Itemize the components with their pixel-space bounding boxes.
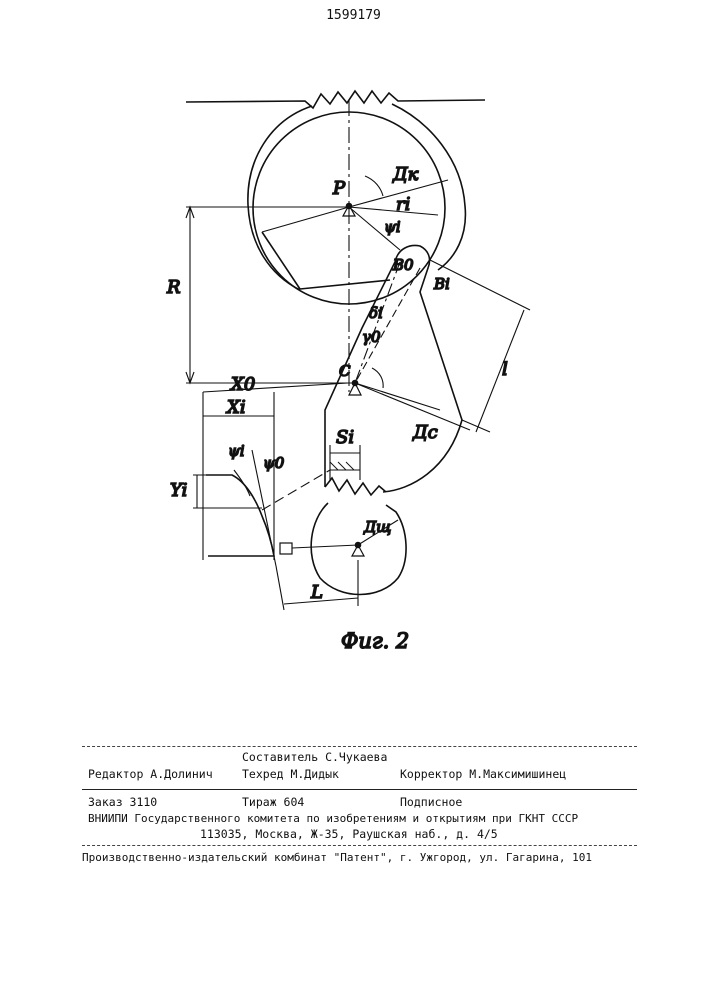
dk-arc-arrow bbox=[365, 176, 383, 196]
sector-teeth bbox=[325, 478, 386, 495]
label-Si: Si bbox=[336, 427, 354, 448]
l-ext-2 bbox=[462, 420, 490, 432]
label-l: l bbox=[502, 359, 508, 380]
label-gamma0: γ0 bbox=[362, 328, 381, 346]
large-wheel-outer-left bbox=[248, 106, 312, 290]
techred: Техред М.Дидык bbox=[242, 769, 339, 781]
label-Bi: Bi bbox=[433, 275, 450, 293]
label-Dk: Дк bbox=[392, 164, 419, 185]
feed-line bbox=[262, 470, 330, 510]
ri-line bbox=[349, 207, 438, 215]
label-L: L bbox=[310, 582, 323, 603]
x0-dim bbox=[203, 383, 348, 392]
label-B0: B0 bbox=[392, 256, 414, 274]
follower-rod bbox=[292, 545, 358, 548]
si-hatch bbox=[330, 462, 360, 470]
p-lower-line bbox=[262, 207, 349, 232]
print-run: Тираж 604 bbox=[242, 797, 304, 809]
l-lower-ext-1 bbox=[276, 566, 284, 610]
rule-bottom bbox=[82, 845, 637, 846]
publisher: Производственно-издательский комбинат "П… bbox=[82, 852, 592, 863]
compiler: Составитель С.Чукаева bbox=[242, 752, 387, 764]
rule-top bbox=[82, 746, 637, 747]
label-C: C bbox=[339, 362, 351, 380]
label-ri: ri bbox=[396, 194, 410, 215]
label-R: R bbox=[166, 277, 181, 298]
label-delta-i: δi bbox=[369, 304, 383, 322]
label-Dc: Дс bbox=[412, 422, 438, 443]
lever-axis bbox=[355, 262, 400, 383]
label-P: P bbox=[332, 178, 346, 199]
rule-mid bbox=[82, 789, 637, 790]
label-Dsh: Дщ bbox=[363, 518, 391, 536]
address: 113035, Москва, Ж-35, Раушская наб., д. … bbox=[200, 829, 498, 841]
figure-2-drawing: P Дк ri ψi B0 Bi R δi γ0 l C Дс X0 Xi Si… bbox=[0, 0, 707, 700]
l-dimension bbox=[476, 310, 524, 432]
institute: ВНИИПИ Государственного комитета по изоб… bbox=[88, 813, 578, 824]
corrector: Корректор М.Максимишинец bbox=[400, 769, 566, 781]
cam-profile bbox=[206, 475, 274, 556]
label-psi-i-lower: ψi bbox=[228, 442, 245, 460]
c-line-2 bbox=[355, 383, 440, 410]
top-rack bbox=[186, 91, 485, 108]
follower bbox=[280, 543, 292, 554]
label-Yi: Yi bbox=[170, 480, 187, 501]
label-X0: X0 bbox=[229, 374, 255, 395]
order: Заказ 3110 bbox=[88, 797, 157, 809]
figure-caption: Фиг. 2 bbox=[341, 629, 409, 653]
label-Xi: Xi bbox=[225, 397, 246, 418]
lever-body bbox=[383, 246, 462, 492]
c-arc-arrow bbox=[372, 368, 383, 388]
editor: Редактор А.Долинич bbox=[88, 769, 213, 781]
label-psi-i: ψi bbox=[384, 218, 401, 236]
gamma-line bbox=[355, 268, 420, 383]
large-wheel-chord bbox=[300, 280, 390, 289]
small-gear bbox=[311, 503, 406, 595]
subscription: Подписное bbox=[400, 797, 462, 809]
label-psi-0: ψ0 bbox=[263, 454, 285, 472]
